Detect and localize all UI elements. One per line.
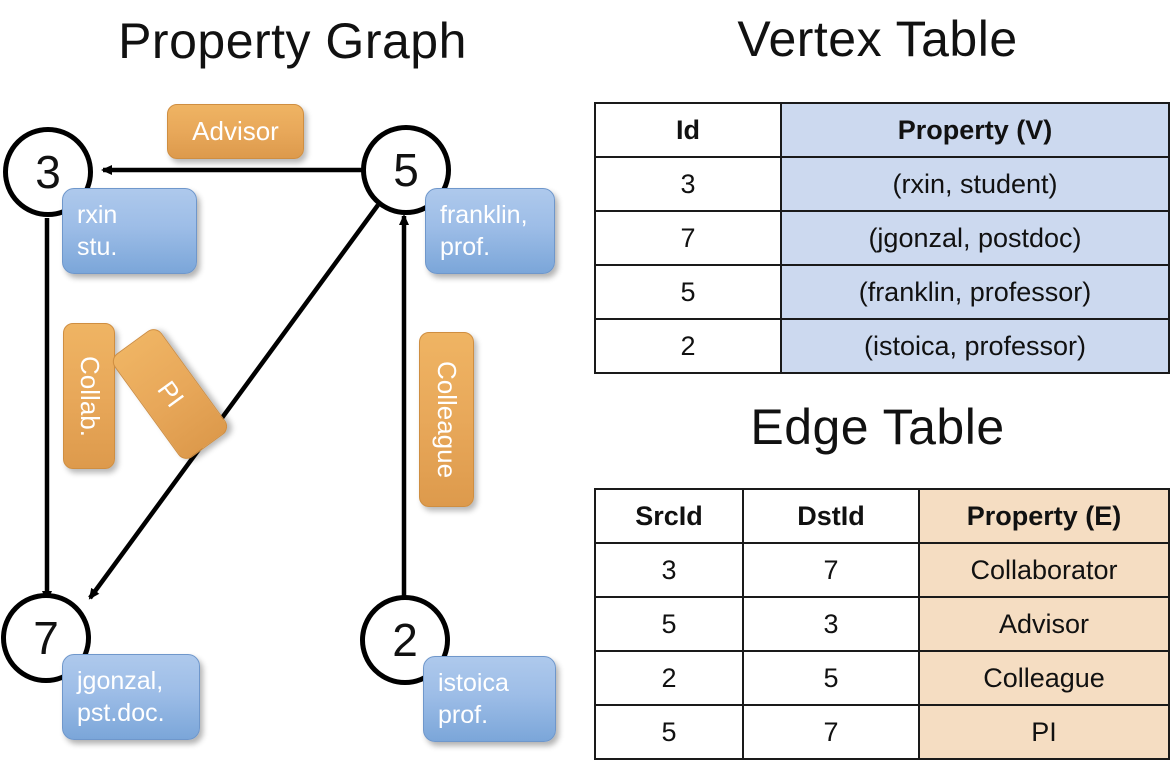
vertex-property-line-2: prof. (438, 701, 489, 729)
edge-table-col-dstid: DstId (742, 488, 920, 544)
edge-cell-property: Colleague (918, 650, 1170, 706)
edge-label-box-colleague[interactable]: Colleague (419, 332, 474, 507)
page-title-vertex-table: Vertex Table (737, 11, 1018, 67)
vertex-property-line-1: rxin (77, 201, 118, 229)
edge-cell-dstid: 5 (742, 650, 920, 706)
edge-label-text-advisor: Advisor (192, 116, 279, 146)
edge-cell-property: Advisor (918, 596, 1170, 652)
vertex-table: Id Property (V) 3 (rxin, student) 7 (jgo… (594, 102, 1170, 374)
edge-label-box-collab[interactable]: Collab. (63, 323, 115, 469)
property-graph-diagram: 3 5 7 2 rxin stu. franklin, prof. jgonza… (1, 104, 556, 742)
graph-node-5[interactable]: 5 (361, 125, 451, 215)
vertex-property-line-2: stu. (77, 233, 118, 261)
vertex-property-box-rxin[interactable]: rxin stu. (62, 188, 197, 274)
graph-edges-svg (42, 165, 409, 602)
edge-cell-property: PI (918, 704, 1170, 760)
vertex-property-box-istoica[interactable]: istoica prof. (423, 656, 556, 742)
edge-table-col-srcid: SrcId (594, 488, 744, 544)
edge-cell-dstid: 7 (742, 704, 920, 760)
vertex-cell-id: 3 (594, 156, 782, 212)
page-title-property-graph: Property Graph (118, 13, 467, 69)
edge-table-header-row: SrcId DstId Property (E) (594, 488, 1170, 544)
table-row[interactable]: 5 3 Advisor (594, 596, 1170, 652)
table-row[interactable]: 7 (jgonzal, postdoc) (594, 210, 1170, 266)
vertex-table-col-property: Property (V) (780, 102, 1170, 158)
vertex-table-col-id: Id (594, 102, 782, 158)
vertex-cell-id: 2 (594, 318, 782, 374)
vertex-property-line-1: franklin, (440, 201, 528, 229)
vertex-property-box-jgonzal[interactable]: jgonzal, pst.doc. (62, 654, 200, 740)
graph-node-2-label: 2 (392, 614, 418, 666)
edge-label-text-colleague: Colleague (432, 360, 462, 479)
edge-label-text-pi: PI (151, 374, 190, 413)
graph-node-7-label: 7 (33, 612, 59, 664)
vertex-property-line-2: prof. (440, 233, 491, 261)
table-row[interactable]: 5 (franklin, professor) (594, 264, 1170, 320)
edge-label-text-collab: Collab. (74, 355, 105, 437)
edge-cell-dstid: 3 (742, 596, 920, 652)
vertex-cell-id: 5 (594, 264, 782, 320)
vertex-cell-property: (franklin, professor) (780, 264, 1170, 320)
edge-cell-srcid: 5 (594, 596, 744, 652)
vertex-property-box-franklin[interactable]: franklin, prof. (425, 188, 555, 274)
edge-label-box-advisor[interactable]: Advisor (167, 104, 304, 159)
table-row[interactable]: 3 7 Collaborator (594, 542, 1170, 598)
edge-table: SrcId DstId Property (E) 3 7 Collaborato… (594, 488, 1170, 760)
graph-node-3-label: 3 (35, 146, 61, 198)
edge-table-col-property: Property (E) (918, 488, 1170, 544)
vertex-cell-id: 7 (594, 210, 782, 266)
edge-cell-srcid: 3 (594, 542, 744, 598)
edge-cell-srcid: 5 (594, 704, 744, 760)
vertex-cell-property: (jgonzal, postdoc) (780, 210, 1170, 266)
edge-line-5-to-7 (88, 203, 380, 600)
vertex-property-line-2: pst.doc. (77, 699, 165, 727)
vertex-cell-property: (rxin, student) (780, 156, 1170, 212)
graph-node-5-label: 5 (393, 144, 419, 196)
vertex-table-header-row: Id Property (V) (594, 102, 1170, 158)
edge-cell-dstid: 7 (742, 542, 920, 598)
table-row[interactable]: 2 5 Colleague (594, 650, 1170, 706)
table-row[interactable]: 5 7 PI (594, 704, 1170, 760)
vertex-property-line-1: istoica (438, 669, 509, 697)
vertex-property-line-1: jgonzal, (77, 667, 164, 695)
page-title-edge-table: Edge Table (750, 399, 1005, 455)
graph-node-2[interactable]: 2 (360, 595, 450, 685)
table-row[interactable]: 3 (rxin, student) (594, 156, 1170, 212)
vertex-cell-property: (istoica, professor) (780, 318, 1170, 374)
table-row[interactable]: 2 (istoica, professor) (594, 318, 1170, 374)
edge-cell-srcid: 2 (594, 650, 744, 706)
edge-cell-property: Collaborator (918, 542, 1170, 598)
